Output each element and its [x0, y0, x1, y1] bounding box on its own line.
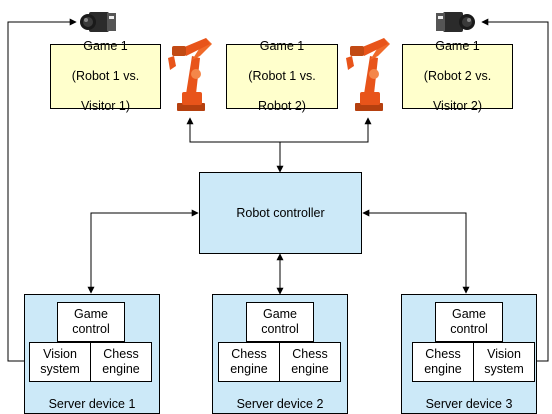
robot-controller-label: Robot controller [236, 205, 325, 220]
vision-system-box: Vision system [29, 342, 91, 382]
robot-link-connector [186, 117, 372, 143]
server3-link-connector [362, 209, 470, 294]
game-box-3: Game 1 (Robot 2 vs. Visitor 2) [402, 39, 513, 113]
game-title: Game 1 [83, 39, 128, 53]
game-control-box: Game control [435, 302, 503, 342]
game-control-box: Game control [246, 302, 314, 342]
game-players: Robot 2) [258, 99, 306, 113]
game-box-2: Game 1 (Robot 1 vs. Robot 2) [226, 39, 338, 113]
module-label: Vision system [484, 347, 524, 376]
chess-engine-box: Chess engine [218, 342, 280, 382]
server-device-label: Server device 3 [425, 397, 513, 411]
server-device-label: Server device 2 [236, 397, 324, 411]
robot-controller-box: Robot controller [199, 172, 362, 254]
module-label: Chess engine [291, 347, 329, 376]
server1-link-connector [87, 209, 199, 294]
robot-arm-icon [346, 38, 390, 111]
module-label: Chess engine [102, 347, 140, 376]
game-control-label: Game control [450, 307, 488, 336]
game-control-label: Game control [72, 307, 110, 336]
game-title: Game 1 [435, 39, 480, 53]
vision-system-box: Vision system [473, 342, 535, 382]
chess-engine-box: Chess engine [279, 342, 341, 382]
game-players: Visitor 1) [80, 99, 131, 113]
camera-icon [436, 12, 475, 32]
server-device-label: Server device 1 [48, 397, 136, 411]
game-players: (Robot 1 vs. [71, 69, 140, 83]
game-control-box: Game control [57, 302, 125, 342]
chess-engine-box: Chess engine [90, 342, 152, 382]
module-label: Vision system [40, 347, 80, 376]
module-label: Chess engine [424, 347, 462, 376]
game-players: (Robot 2 vs. [423, 69, 492, 83]
chess-engine-box: Chess engine [412, 342, 474, 382]
game-players: Visitor 2) [432, 99, 483, 113]
robot-arm-icon [168, 38, 212, 111]
camera-feed-connector-left [7, 18, 77, 362]
game-control-label: Game control [261, 307, 299, 336]
camera-feed-connector-right [481, 18, 549, 362]
game-players: (Robot 1 vs. [248, 69, 316, 83]
game-title: Game 1 [259, 39, 305, 53]
module-label: Chess engine [230, 347, 268, 376]
game-box-1: Game 1 (Robot 1 vs. Visitor 1) [50, 39, 161, 113]
camera-icon [80, 12, 116, 32]
